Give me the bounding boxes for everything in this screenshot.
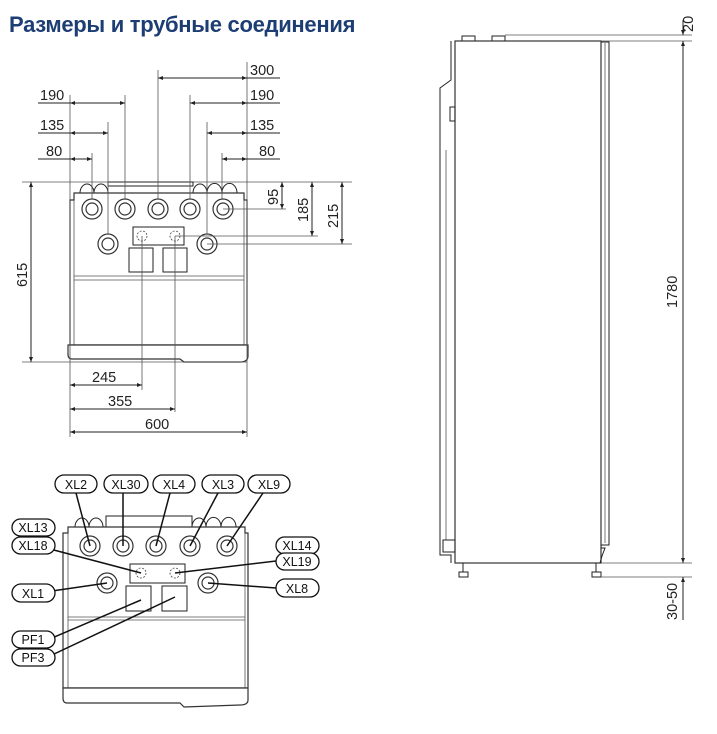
dim-20: 20 [681, 16, 697, 32]
label-xl14: XL14 [275, 536, 320, 555]
svg-text:XL1: XL1 [22, 587, 44, 601]
pipe-connections [81, 198, 234, 255]
svg-text:XL4: XL4 [163, 478, 185, 492]
label-xl8: XL8 [275, 578, 320, 598]
svg-text:XL2: XL2 [65, 478, 87, 492]
dim-355: 355 [108, 394, 132, 410]
dim-215: 215 [326, 204, 342, 228]
svg-text:PF1: PF1 [22, 633, 45, 647]
dim-right-135: 135 [250, 118, 274, 134]
svg-text:XL14: XL14 [282, 539, 311, 553]
dim-left-190: 190 [40, 88, 64, 104]
label-xl19: XL19 [275, 552, 320, 571]
dim-245: 245 [92, 370, 116, 386]
side-view: 20 1780 30-50 [439, 16, 697, 620]
dim-30-50: 30-50 [665, 583, 681, 620]
svg-text:PF3: PF3 [22, 651, 45, 665]
label-xl13: XL13 [11, 518, 56, 537]
svg-text:XL9: XL9 [258, 478, 280, 492]
label-pf1: PF1 [11, 630, 56, 649]
svg-text:XL18: XL18 [18, 539, 47, 553]
connections-view: XL2 XL30 XL4 XL3 XL9 XL13 XL18 XL14 XL19… [11, 474, 320, 708]
dim-left-80: 80 [46, 144, 62, 160]
label-xl3: XL3 [201, 474, 245, 494]
svg-text:XL13: XL13 [18, 521, 47, 535]
dim-615: 615 [15, 263, 31, 287]
dim-1780: 1780 [665, 276, 681, 308]
label-xl2: XL2 [54, 474, 98, 494]
label-xl4: XL4 [152, 474, 196, 494]
dim-left-135: 135 [40, 118, 64, 134]
dim-300: 300 [250, 63, 274, 79]
front-view: 300 190 135 80 190 135 80 95 185 215 615… [15, 62, 352, 437]
label-pf3: PF3 [11, 648, 56, 667]
dim-95: 95 [266, 189, 282, 205]
label-xl30: XL30 [103, 474, 149, 494]
dim-185: 185 [296, 198, 312, 222]
svg-text:XL3: XL3 [212, 478, 234, 492]
svg-text:XL30: XL30 [111, 478, 140, 492]
dim-right-80: 80 [259, 144, 275, 160]
label-xl1: XL1 [11, 583, 56, 603]
label-xl9: XL9 [247, 474, 291, 494]
dim-right-190: 190 [250, 88, 274, 104]
label-xl18: XL18 [11, 536, 56, 555]
svg-text:XL8: XL8 [286, 582, 308, 596]
page-title: Размеры и трубные соединения [9, 12, 356, 37]
dim-600: 600 [145, 417, 169, 433]
svg-text:XL19: XL19 [282, 555, 311, 569]
